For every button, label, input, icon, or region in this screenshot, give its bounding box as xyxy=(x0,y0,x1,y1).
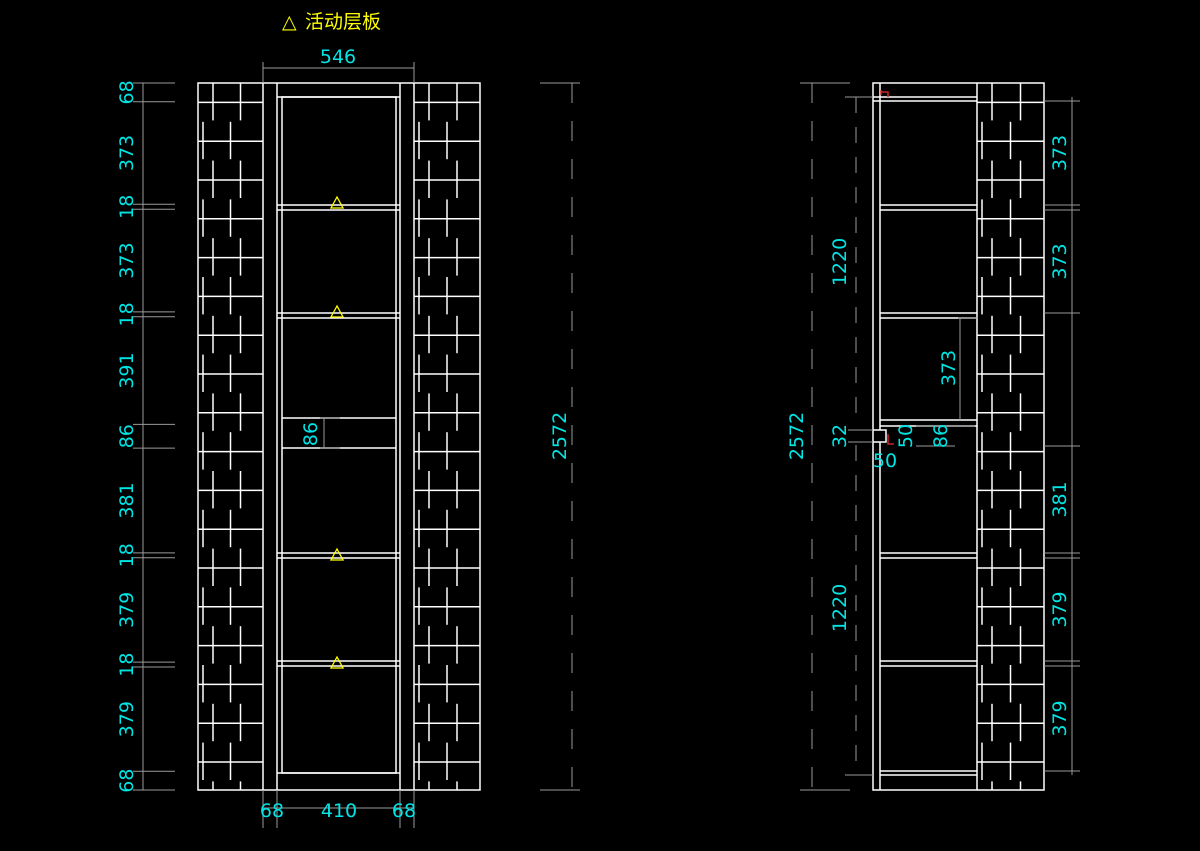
side-right-dim-3: 379 xyxy=(1049,591,1071,627)
side-notch-dim-32: 32 xyxy=(829,424,851,448)
front-total-height: 2572 xyxy=(549,412,571,460)
side-lower-height: 1220 xyxy=(829,584,851,632)
notch-red-mark xyxy=(887,434,894,445)
front-left-dim-12: 68 xyxy=(116,769,138,793)
side-right-dim-1: 373 xyxy=(1049,243,1071,279)
adjustable-shelf-marker-2 xyxy=(329,304,345,318)
side-accent-marks xyxy=(880,90,894,445)
adjustable-shelf-marker-3 xyxy=(329,547,345,561)
side-right-dim-2: 381 xyxy=(1049,481,1071,517)
front-dimensions: 546 68 410 68 68 373 18 373 18 391 86 381 18 379 1… xyxy=(116,46,580,828)
front-left-tick-marks xyxy=(133,82,175,791)
front-left-dim-11: 379 xyxy=(116,701,138,737)
side-right-dim-4: 379 xyxy=(1049,700,1071,736)
front-left-dim-10: 18 xyxy=(116,653,138,677)
side-brick-pattern xyxy=(977,83,1044,790)
side-total-height: 2572 xyxy=(786,412,808,460)
front-left-dim-9: 379 xyxy=(116,592,138,628)
side-right-dim-0: 373 xyxy=(1049,135,1071,171)
front-view xyxy=(197,82,481,791)
front-outer-frame xyxy=(197,82,481,791)
front-left-brick-pattern xyxy=(198,83,263,790)
side-upper-height: 1220 xyxy=(829,238,851,286)
front-left-dim-5: 391 xyxy=(116,352,138,388)
front-left-dim-2: 18 xyxy=(116,195,138,219)
front-top-width: 546 xyxy=(320,46,356,68)
front-shelf-markers xyxy=(329,195,345,669)
adjustable-shelf-marker-1 xyxy=(329,195,345,209)
front-left-dim-1: 373 xyxy=(116,135,138,171)
side-dimensions: 2572 1220 1220 373 373 381 379 379 373 32 50… xyxy=(786,82,1080,791)
front-right-brick-pattern xyxy=(414,83,480,790)
legend: △ 活动层板 xyxy=(282,11,381,33)
front-left-dim-0: 68 xyxy=(116,80,138,104)
front-bottom-width-right: 68 xyxy=(392,800,416,822)
side-inner-dim-50-horizontal: 50 xyxy=(873,450,897,472)
front-bottom-width-middle: 410 xyxy=(321,800,357,822)
side-outer-frame xyxy=(872,82,1045,791)
top-red-mark xyxy=(880,90,889,97)
side-right-dimension-labels: 373 373 381 379 379 xyxy=(1049,135,1071,737)
side-inner-dim-86: 86 xyxy=(930,424,952,448)
front-left-dim-7: 381 xyxy=(116,482,138,518)
front-bottom-width-left: 68 xyxy=(260,800,284,822)
legend-symbol: △ xyxy=(282,11,297,33)
side-inner-dim-373: 373 xyxy=(938,350,960,386)
front-left-dimension-labels: 68 373 18 373 18 391 86 381 18 379 18 379 68 xyxy=(116,80,138,792)
front-left-dim-3: 373 xyxy=(116,242,138,278)
side-inner-dim-50-vertical: 50 xyxy=(895,424,917,448)
side-right-tick-marks xyxy=(1044,100,1080,772)
front-left-dim-6: 86 xyxy=(116,424,138,448)
legend-text: 活动层板 xyxy=(305,11,381,33)
front-left-dim-4: 18 xyxy=(116,302,138,326)
adjustable-shelf-marker-4 xyxy=(329,655,345,669)
front-inner-dim: 86 xyxy=(300,422,322,446)
side-notch xyxy=(873,429,887,443)
front-left-dim-8: 18 xyxy=(116,543,138,567)
